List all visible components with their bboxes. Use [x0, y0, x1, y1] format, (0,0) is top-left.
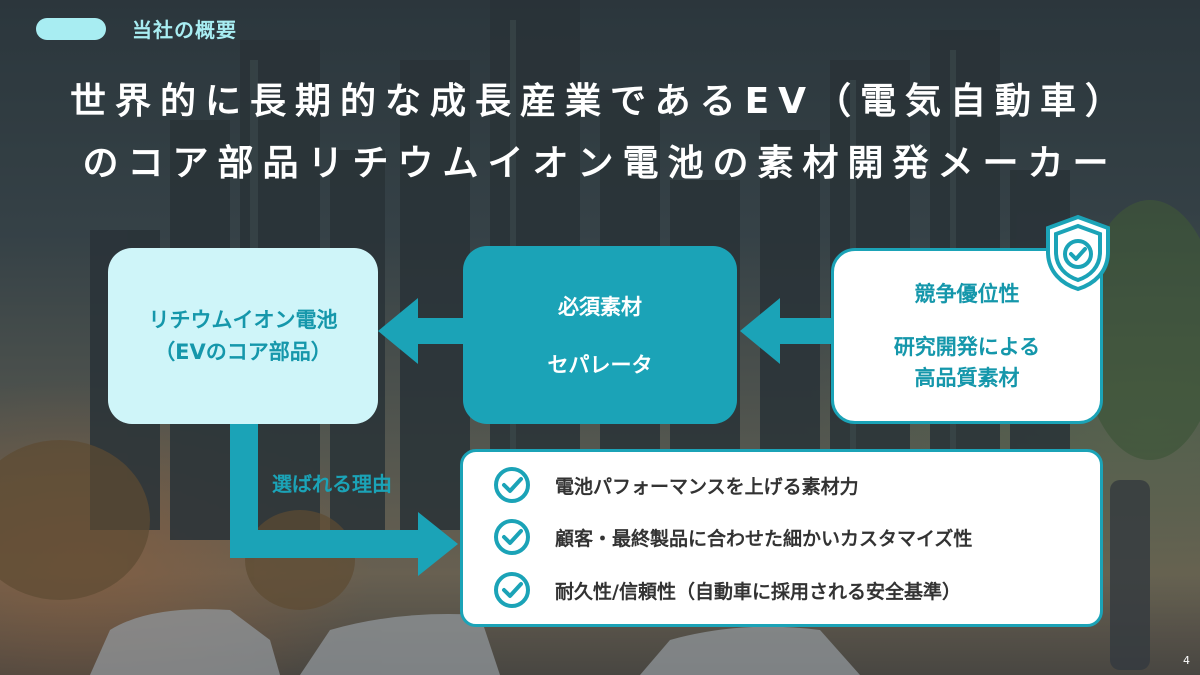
reason-text: 顧客・最終製品に合わせた細かいカスタマイズ性 — [555, 527, 973, 550]
page-number: 4 — [1183, 654, 1190, 667]
section-title: 当社の概要 — [132, 18, 237, 42]
reasons-label: 選ばれる理由 — [272, 472, 392, 496]
liion-box-line2: （EVのコア部品） — [154, 340, 332, 364]
arrow-left-icon — [740, 298, 835, 364]
arrow-right-icon — [230, 424, 458, 576]
reason-text: 電池パフォーマンスを上げる素材力 — [555, 475, 859, 498]
shield-check-icon — [1046, 214, 1110, 292]
headline-line-1: 世界的に長期的な成長産業であるEV（電気自動車） — [69, 81, 1131, 122]
advantage-box-line2: 研究開発による — [893, 334, 1041, 359]
advantage-box-line1: 競争優位性 — [914, 281, 1020, 306]
section-pill — [36, 18, 106, 40]
liion-battery-box: リチウムイオン電池 （EVのコア部品） — [108, 248, 378, 424]
reason-item: 電池パフォーマンスを上げる素材力 — [493, 466, 859, 504]
material-box: 必須素材 セパレータ — [463, 246, 737, 424]
check-circle-icon — [494, 467, 530, 503]
liion-box-line1: リチウムイオン電池 — [148, 308, 338, 332]
check-circle-icon — [494, 519, 530, 555]
material-box-line1: 必須素材 — [558, 295, 642, 319]
arrow-left-icon — [378, 298, 470, 364]
check-circle-icon — [494, 572, 530, 608]
headline-line-2: のコア部品リチウムイオン電池の素材開発メーカー — [82, 143, 1118, 184]
reasons-box: 電池パフォーマンスを上げる素材力 顧客・最終製品に合わせた細かいカスタマイズ性 … — [460, 449, 1103, 627]
advantage-box-line3: 高品質素材 — [914, 365, 1020, 390]
reason-item: 耐久性/信頼性（自動車に採用される安全基準） — [493, 571, 961, 609]
reason-item: 顧客・最終製品に合わせた細かいカスタマイズ性 — [493, 518, 972, 556]
material-box-line2: セパレータ — [547, 353, 653, 377]
reason-text: 耐久性/信頼性（自動車に採用される安全基準） — [555, 580, 961, 603]
